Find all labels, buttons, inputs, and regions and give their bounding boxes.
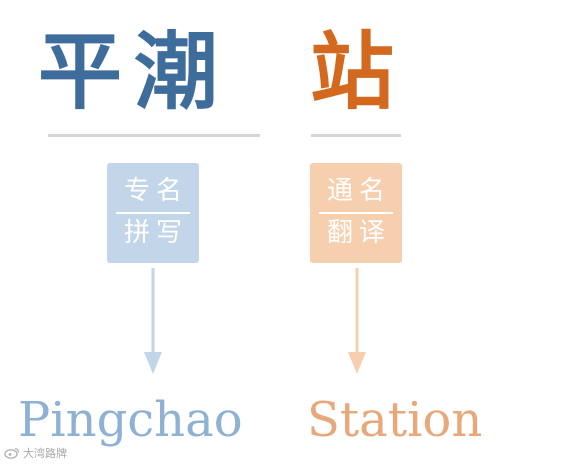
generic-name-tag-top: 通名 (326, 176, 391, 207)
watermark-text: 大湾路牌 (23, 447, 67, 460)
arrow-down-icon (348, 268, 366, 374)
arrow-down-icon (144, 268, 162, 374)
generic-name-tag-bottom: 翻译 (326, 218, 391, 248)
generic-name-tag: 通名 翻译 (310, 163, 402, 263)
divider-right (311, 134, 401, 137)
specific-name-tag-top: 专名 (123, 176, 188, 207)
generic-name-english: Station (307, 392, 483, 448)
tag-divider (319, 212, 393, 214)
generic-name-chinese: 站 (310, 22, 395, 121)
watermark: 大湾路牌 (4, 445, 67, 461)
specific-name-tag: 专名 拼写 (107, 163, 199, 263)
tag-divider (116, 212, 190, 214)
specific-name-tag-bottom: 拼写 (123, 218, 188, 248)
weibo-icon (4, 447, 20, 459)
specific-name-english: Pingchao (18, 392, 243, 448)
specific-name-chinese: 平潮 (38, 22, 231, 121)
divider-left (48, 134, 260, 137)
